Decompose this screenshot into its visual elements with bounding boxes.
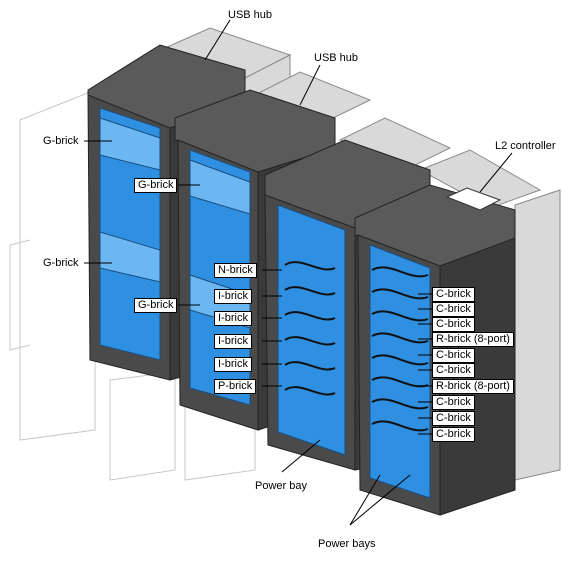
label-r-brick-2: R-brick (8-port)	[432, 379, 514, 394]
label-i-brick-3: I-brick	[214, 334, 252, 349]
label-n-brick: N-brick	[214, 263, 257, 278]
label-g-brick-2: G-brick	[43, 257, 79, 269]
label-power-bay: Power bay	[255, 480, 307, 492]
label-i-brick-2: I-brick	[214, 311, 252, 326]
label-c-brick-6: C-brick	[432, 395, 475, 410]
label-g-brick-3: G-brick	[134, 178, 178, 193]
label-p-brick: P-brick	[214, 379, 257, 394]
label-c-brick-8: C-brick	[432, 427, 475, 442]
label-c-brick-3: C-brick	[432, 317, 475, 332]
label-c-brick-5: C-brick	[432, 363, 475, 378]
label-c-brick-7: C-brick	[432, 411, 475, 426]
label-i-brick-1: I-brick	[214, 289, 252, 304]
label-l2-controller: L2 controller	[495, 140, 556, 152]
label-power-bays: Power bays	[318, 538, 376, 550]
label-c-brick-4: C-brick	[432, 348, 475, 363]
label-usb-hub-1: USB hub	[228, 9, 273, 21]
leader-lines	[84, 19, 513, 526]
label-i-brick-4: I-brick	[214, 357, 252, 372]
label-g-brick-1: G-brick	[43, 135, 79, 147]
label-c-brick-2: C-brick	[432, 302, 475, 317]
label-r-brick-1: R-brick (8-port)	[432, 332, 514, 347]
cabinet-4	[354, 184, 516, 516]
label-g-brick-4: G-brick	[134, 298, 178, 313]
label-usb-hub-2: USB hub	[314, 52, 359, 64]
rear-panels	[163, 27, 561, 481]
label-c-brick-1: C-brick	[432, 287, 475, 302]
